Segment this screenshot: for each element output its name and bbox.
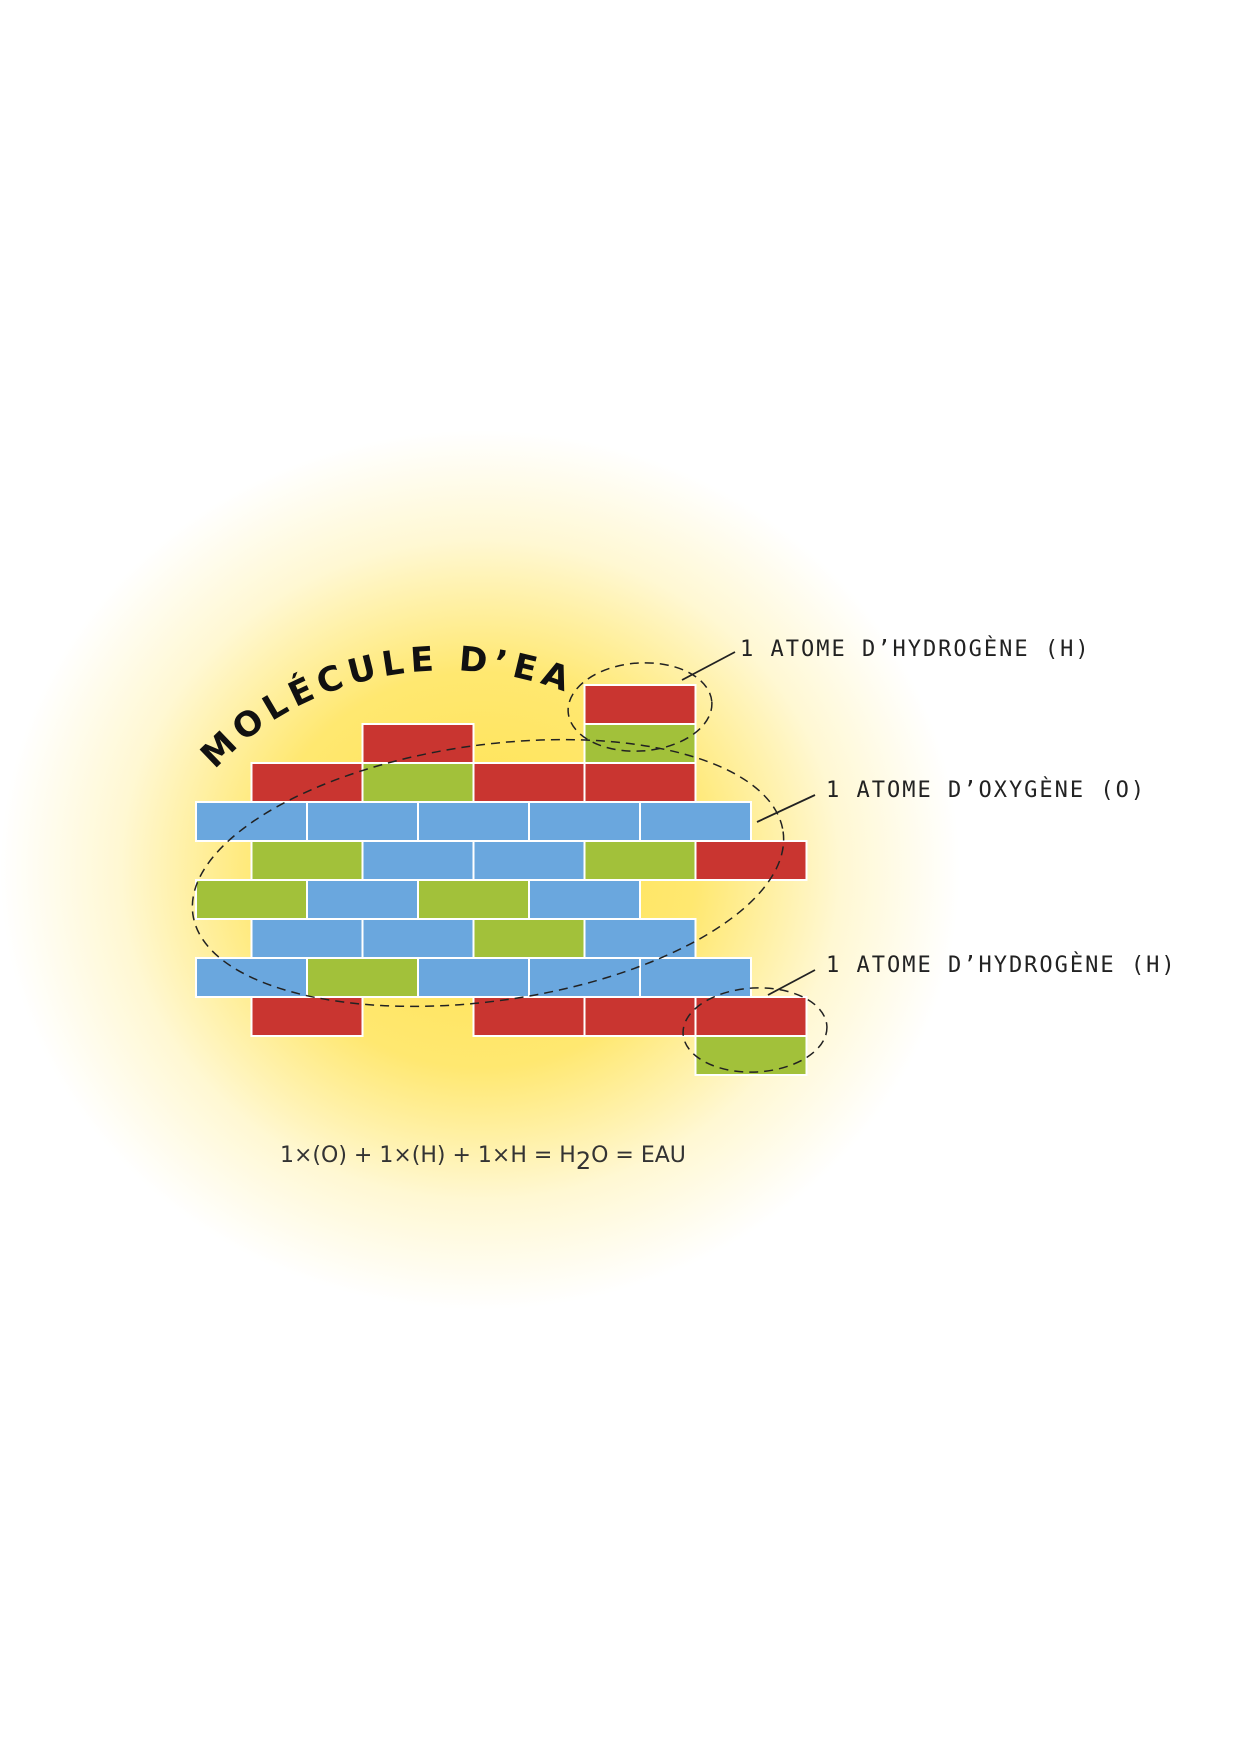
brick-blue-oxygen: [417, 957, 530, 998]
brick-red-oxygen: [472, 762, 586, 803]
brick-green-oxygen: [306, 957, 419, 998]
leader-line-hydrogen-bottom: [767, 969, 816, 996]
brick-green-hydrogen-top: [583, 723, 697, 764]
labels: 1 ATOME D’HYDROGÈNE (H) 1 ATOME D’OXYGÈN…: [740, 636, 1177, 978]
brick-blue-oxygen: [361, 840, 475, 881]
brick-blue-oxygen: [306, 801, 419, 842]
brick-green-oxygen: [361, 762, 475, 803]
brick-blue-oxygen: [361, 918, 475, 959]
brick-green-oxygen: [250, 840, 364, 881]
brick-blue-oxygen: [528, 879, 641, 920]
brick-red-oxygen: [472, 996, 586, 1037]
brick-blue-oxygen: [528, 957, 641, 998]
leader-line-hydrogen-top: [681, 651, 736, 681]
label-oxygen: 1 ATOME D’OXYGÈNE (O): [826, 777, 1146, 803]
brick-blue-oxygen: [417, 801, 530, 842]
brick-blue-oxygen: [472, 840, 586, 881]
label-hydrogen-top: 1 ATOME D’HYDROGÈNE (H): [740, 636, 1091, 662]
brick-red-oxygen: [250, 996, 364, 1037]
brick-red-oxygen: [583, 762, 697, 803]
leader-line-oxygen: [756, 794, 816, 823]
brick-blue-oxygen: [306, 879, 419, 920]
brick-blue-oxygen: [583, 918, 697, 959]
brick-red-oxygen: [694, 840, 808, 881]
brick-green-hydrogen-bottom: [694, 1035, 808, 1076]
brick-blue-oxygen: [528, 801, 641, 842]
dashed-outlines: [191, 662, 828, 1073]
brick-blue-oxygen: [250, 918, 364, 959]
brick-blue-oxygen: [195, 801, 308, 842]
brick-green-oxygen: [195, 879, 308, 920]
brick-blue-oxygen: [639, 801, 752, 842]
brick-red-oxygen: [361, 723, 475, 764]
hydrogen-bottom-outline: [682, 987, 828, 1073]
brick-green-oxygen: [583, 840, 697, 881]
hydrogen-top-outline: [567, 662, 713, 752]
brick-blue-oxygen: [639, 957, 752, 998]
brick-wall: [195, 684, 808, 1076]
label-hydrogen-bottom: 1 ATOME D’HYDROGÈNE (H): [826, 952, 1177, 978]
brick-red-oxygen: [583, 996, 697, 1037]
brick-red-hydrogen-top: [583, 684, 697, 725]
brick-green-oxygen: [472, 918, 586, 959]
formula: 1×(O) + 1×(H) + 1×H = H2O = EAU: [280, 1143, 686, 1175]
brick-red-oxygen: [250, 762, 364, 803]
leader-lines: [681, 651, 816, 996]
brick-red-hydrogen-bottom: [694, 996, 808, 1037]
oxygen-outline: [191, 738, 785, 1008]
brick-green-oxygen: [417, 879, 530, 920]
